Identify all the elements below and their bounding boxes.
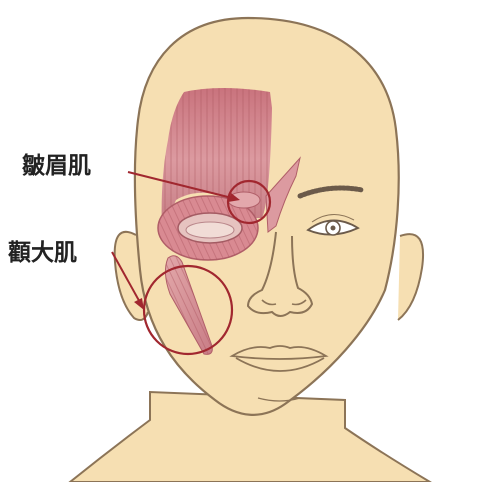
corrugator-label: 皺眉肌 <box>21 153 91 179</box>
right-pupil <box>331 226 336 231</box>
right-ear <box>398 234 423 320</box>
zygomaticus-label: 顴大肌 <box>8 240 77 266</box>
eye-socket-inner <box>186 222 234 238</box>
